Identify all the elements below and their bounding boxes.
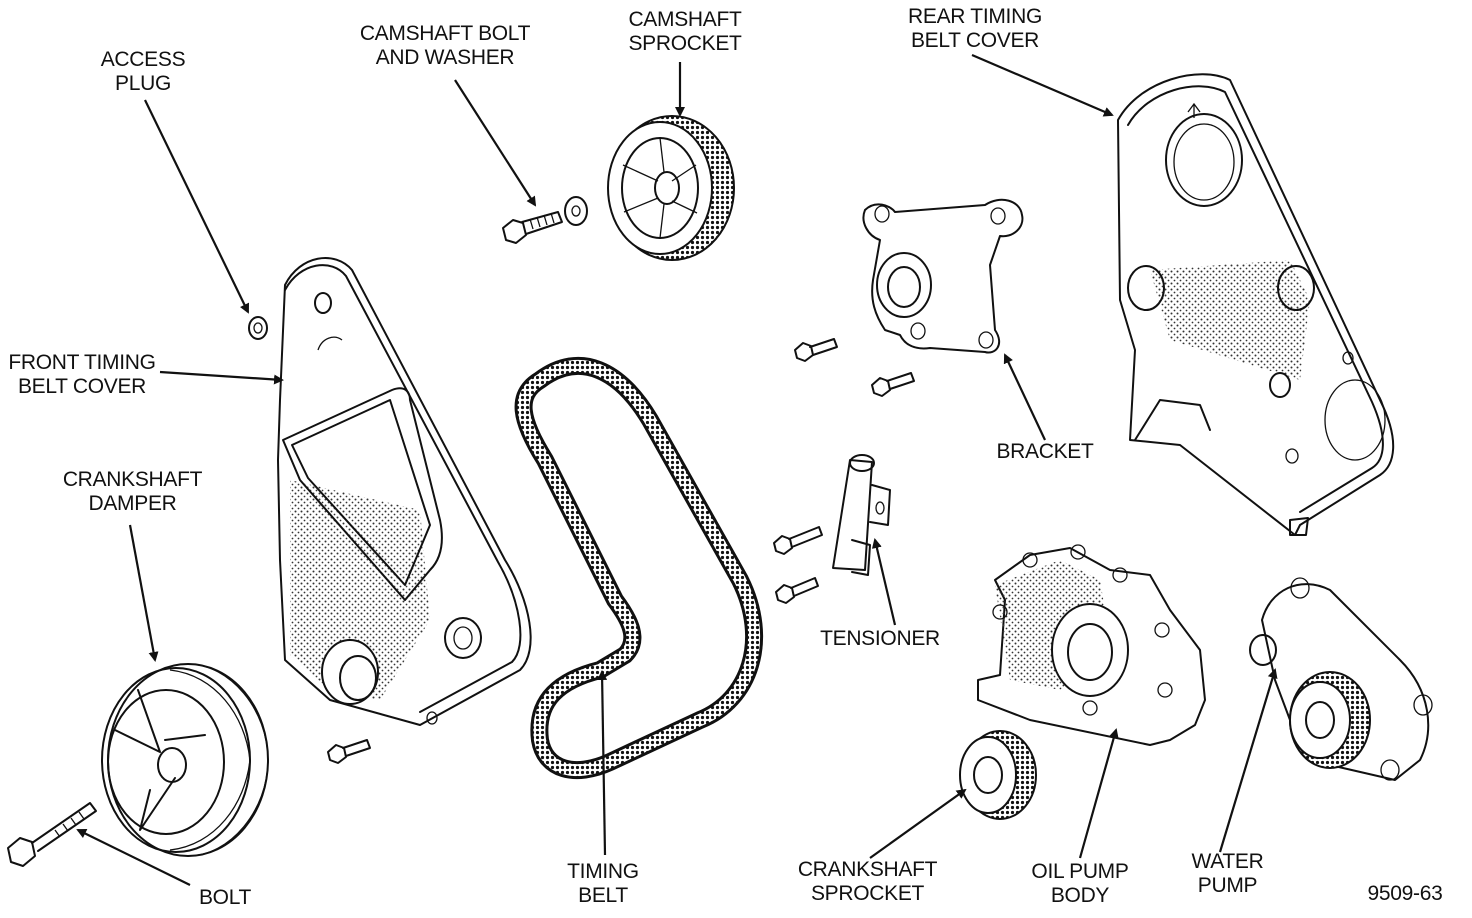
tensioner-part [832,454,891,576]
leader-lines [76,53,1278,886]
label-bracket: BRACKET [996,440,1094,463]
cover-bolt-part [327,739,371,764]
camshaft-bolt-part [502,196,588,244]
crankshaft-damper-part [101,663,269,857]
front-cover-part [277,257,532,726]
crank-bolt-part [7,802,97,867]
label-bolt: BOLT [198,886,252,909]
rear-cover-part [1117,73,1395,536]
label-tensioner: TENSIONER [820,627,940,650]
timing-belt-part [514,356,763,779]
tensioner-bolts-part [773,526,823,604]
crankshaft-sprocket-part [959,730,1037,820]
bracket-bolts-part [794,338,915,397]
water-pump-part [1249,577,1433,781]
bracket-part [862,198,1024,354]
figure-id: 9509-63 [1367,882,1443,905]
oil-pump-part [977,544,1206,746]
access-plug-part [248,316,268,340]
camshaft-sprocket-part [607,115,735,261]
